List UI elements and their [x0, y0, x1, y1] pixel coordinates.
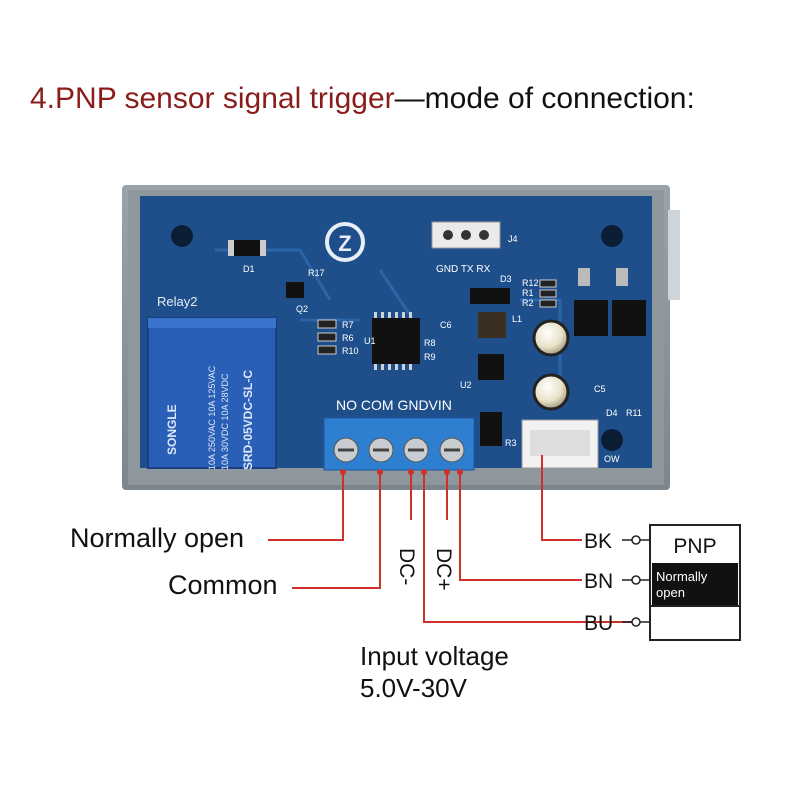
wire-com [292, 470, 381, 589]
relay-brand: SONGLE [165, 404, 179, 455]
label-r3: R11 [626, 408, 642, 418]
relay-rating2: 10A 30VDC 10A 28VDC [220, 373, 230, 470]
terminal-labels: NO COM GNDVIN [336, 397, 452, 413]
chip-u2 [478, 354, 504, 380]
title-part2: mode of connection: [424, 82, 695, 115]
input-voltage-line2: 5.0V-30V [360, 673, 467, 703]
label-d1: D1 [243, 264, 255, 274]
page-title: 4.PNP sensor signal trigger—mode of conn… [30, 82, 695, 116]
terminal-block [323, 417, 475, 471]
transistor-q2 [286, 282, 304, 298]
label-ow: OW [604, 454, 620, 464]
header-j4 [431, 221, 501, 249]
title-dash: — [394, 82, 425, 115]
label-r1: R1 [522, 288, 534, 298]
label-q2: Q2 [296, 304, 308, 314]
label-r9: R9 [424, 352, 436, 362]
label-d4: C5 [594, 384, 606, 394]
label-d3: D3 [500, 274, 512, 284]
input-voltage-line1: Input voltage [360, 641, 509, 671]
label-r12: R12 [522, 278, 539, 288]
resistor-cluster-right [539, 279, 557, 308]
sensor-pins [622, 535, 650, 627]
label-u2: U2 [460, 380, 472, 390]
relay: SONGLE 10A 250VAC 10A 125VAC 10A 30VDC 1… [147, 317, 277, 470]
svg-text:Z: Z [338, 231, 351, 256]
label-r17: R17 [308, 268, 325, 278]
relay-rating1: 10A 250VAC 10A 125VAC [207, 365, 217, 470]
wire-label-bn: BN [584, 570, 613, 593]
capacitor-top [532, 319, 570, 357]
title-part1: 4.PNP sensor signal trigger [30, 82, 395, 115]
label-normally-open: Normally open [70, 523, 245, 553]
wire-label-bk: BK [584, 530, 612, 553]
sensor-name: PNP [673, 535, 716, 558]
wire-bk [541, 455, 582, 541]
label-dc-plus: DC+ [432, 548, 455, 591]
label-c6: C6 [440, 320, 452, 330]
relay-label: Relay2 [157, 294, 197, 309]
wire-label-bu: BU [584, 612, 613, 635]
input-voltage-note: Input voltage 5.0V-30V [360, 640, 509, 704]
resistor-cluster-left [317, 319, 337, 355]
wire-gnd-bu [423, 470, 634, 623]
sensor-output-line2: open [656, 585, 685, 600]
capacitor-bottom [532, 373, 570, 411]
diode-d3 [470, 288, 510, 304]
wire-no [268, 470, 344, 541]
label-j4: J4 [508, 234, 518, 244]
wires [268, 455, 634, 623]
sensor-output-line1: Normally [656, 569, 708, 584]
wire-vin-bn [459, 470, 582, 581]
label-r7: R7 [342, 320, 354, 330]
sensor-connector [521, 419, 599, 469]
chip-u1 [372, 312, 420, 370]
capacitor-c5-block [480, 412, 502, 446]
label-common: Common [168, 570, 278, 600]
diode-d1 [228, 240, 266, 256]
header-pin-labels: GND TX RX [436, 264, 491, 275]
label-u1: U1 [364, 336, 376, 346]
label-r6: R6 [342, 333, 354, 343]
inductor-l1 [478, 312, 506, 338]
label-dc-minus: DC- [395, 548, 418, 585]
mosfets [574, 268, 646, 336]
pnp-sensor-box [649, 524, 741, 641]
relay-model: SRD-05VDC-SL-C [241, 370, 255, 470]
label-l1: L1 [512, 314, 522, 324]
label-r2: R2 [522, 298, 534, 308]
label-r10: R10 [342, 346, 359, 356]
label-c5: R3 [505, 438, 517, 448]
label-r8: R8 [424, 338, 436, 348]
label-r11: D4 [606, 408, 618, 418]
